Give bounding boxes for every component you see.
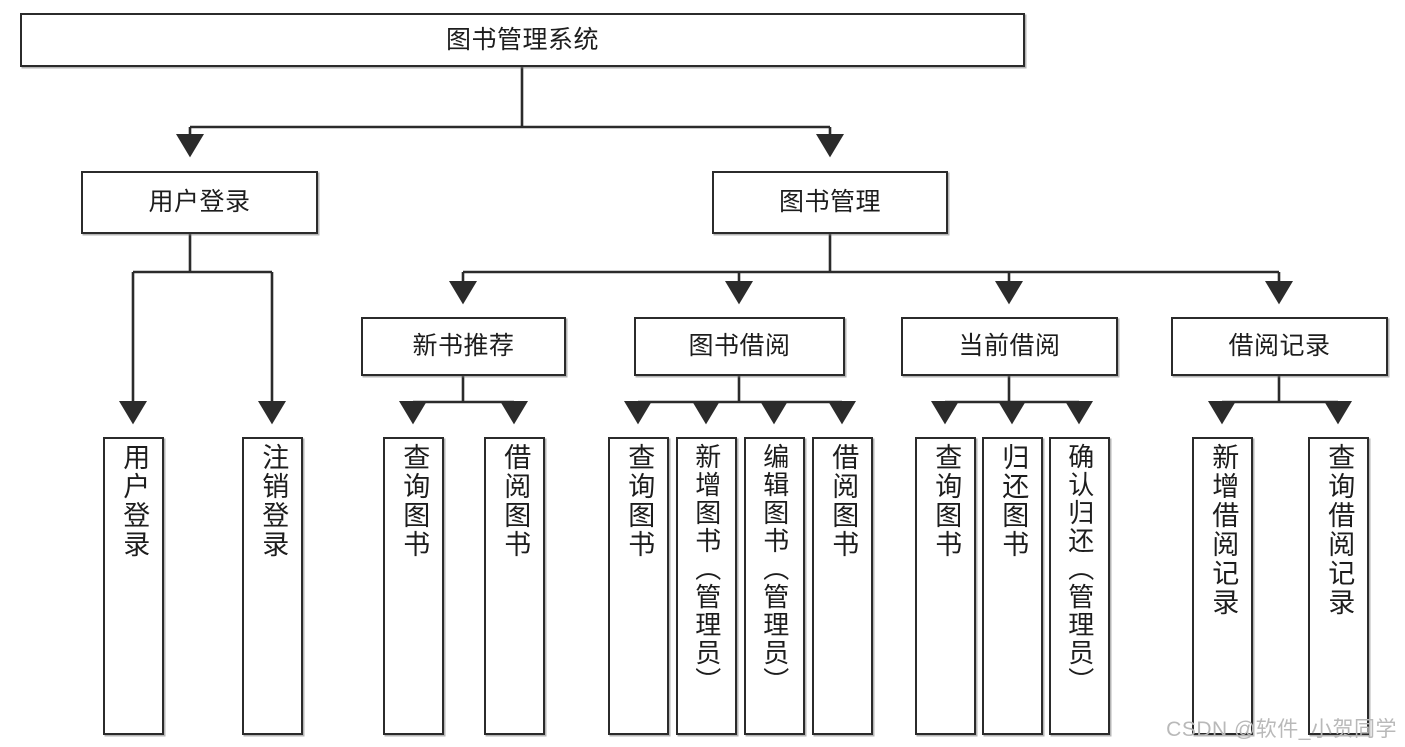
node-book-borrow-label: 图书借阅 xyxy=(688,332,791,360)
node-leaf-query-book-3-label: 查询图书 xyxy=(931,443,962,559)
node-leaf-query-record[interactable]: 查询借阅记录 xyxy=(1308,437,1369,735)
node-new-book-recommend[interactable]: 新书推荐 xyxy=(361,317,566,376)
node-root-label: 图书管理系统 xyxy=(445,25,599,54)
node-leaf-borrow-book-2-label: 借阅图书 xyxy=(828,443,859,559)
node-leaf-borrow-book-1-label: 借阅图书 xyxy=(500,443,531,559)
node-leaf-query-book-1[interactable]: 查询图书 xyxy=(383,437,444,735)
watermark-text: CSDN @软件_小贺同学 xyxy=(1166,718,1397,741)
node-leaf-confirm-return[interactable]: 确认归还（管理员） xyxy=(1049,437,1110,735)
node-leaf-return-book[interactable]: 归还图书 xyxy=(982,437,1043,735)
node-leaf-query-book-2-label: 查询图书 xyxy=(624,443,655,559)
node-leaf-logout-login[interactable]: 注销登录 xyxy=(242,437,303,735)
node-leaf-add-book-label: 新增图书（管理员） xyxy=(691,443,722,695)
node-new-book-recommend-label: 新书推荐 xyxy=(412,332,515,360)
node-user-login-label: 用户登录 xyxy=(148,188,251,216)
node-book-management-label: 图书管理 xyxy=(778,188,881,216)
node-current-borrow-label: 当前借阅 xyxy=(958,332,1061,360)
node-leaf-user-login-label: 用户登录 xyxy=(119,443,150,559)
node-leaf-query-book-1-label: 查询图书 xyxy=(399,443,430,559)
node-leaf-add-record-label: 新增借阅记录 xyxy=(1208,443,1239,617)
node-leaf-logout-login-label: 注销登录 xyxy=(258,443,289,559)
node-root[interactable]: 图书管理系统 xyxy=(20,13,1025,67)
node-current-borrow[interactable]: 当前借阅 xyxy=(901,317,1118,376)
node-leaf-edit-book[interactable]: 编辑图书（管理员） xyxy=(744,437,805,735)
node-leaf-edit-book-label: 编辑图书（管理员） xyxy=(759,443,790,695)
node-leaf-confirm-return-label: 确认归还（管理员） xyxy=(1064,443,1095,695)
node-leaf-query-book-2[interactable]: 查询图书 xyxy=(608,437,669,735)
node-leaf-borrow-book-2[interactable]: 借阅图书 xyxy=(812,437,873,735)
node-leaf-add-record[interactable]: 新增借阅记录 xyxy=(1192,437,1253,735)
node-borrow-record-label: 借阅记录 xyxy=(1228,332,1331,360)
node-leaf-add-book[interactable]: 新增图书（管理员） xyxy=(676,437,737,735)
node-leaf-return-book-label: 归还图书 xyxy=(998,443,1029,559)
node-borrow-record[interactable]: 借阅记录 xyxy=(1171,317,1388,376)
node-leaf-query-record-label: 查询借阅记录 xyxy=(1324,443,1355,617)
node-leaf-query-book-3[interactable]: 查询图书 xyxy=(915,437,976,735)
node-leaf-borrow-book-1[interactable]: 借阅图书 xyxy=(484,437,545,735)
node-user-login[interactable]: 用户登录 xyxy=(81,171,318,234)
node-book-management[interactable]: 图书管理 xyxy=(712,171,948,234)
node-book-borrow[interactable]: 图书借阅 xyxy=(634,317,845,376)
node-leaf-user-login[interactable]: 用户登录 xyxy=(103,437,164,735)
